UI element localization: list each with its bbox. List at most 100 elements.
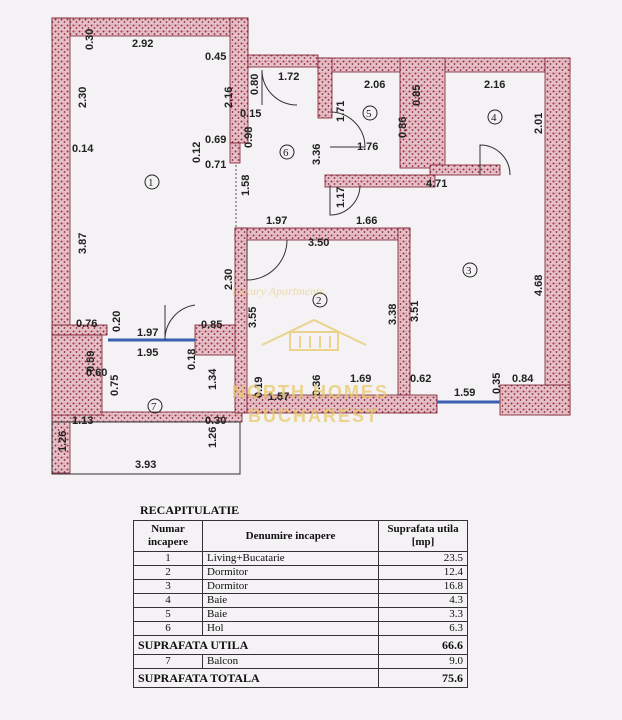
dim-label: 1.97 [137,327,158,339]
dim-label: 0.30 [205,415,226,427]
dimension-labels: 0.30 2.92 0.45 2.30 0.14 3.87 0.76 0.20 … [57,29,545,471]
dim-label: 0.35 [491,373,503,394]
dim-label: 0.98 [243,127,255,148]
dim-label: 0.19 [253,377,265,398]
dim-label: 1.69 [350,373,371,385]
room-name-cell: Dormitor [202,579,379,594]
room-name-cell: Hol [202,621,379,636]
room-number-cell: 4 [133,593,203,608]
dim-label: 0.14 [72,143,94,155]
walls [51,17,571,474]
useful-area-label: SUPRAFATA UTILA [133,635,379,655]
col-area-header: Suprafata utila [mp] [378,520,468,552]
useful-area-value: 66.6 [378,635,468,655]
door-swings [164,69,511,341]
room-number: 2 [316,295,322,307]
room-number-cell: 1 [133,551,203,566]
dim-label: 0.18 [186,349,198,370]
total-area-value: 75.6 [378,668,468,688]
room-name-cell: Living+Bucatarie [202,551,379,566]
room-number: 7 [151,401,157,413]
dim-label: 2.16 [223,87,235,108]
dim-label: 2.16 [484,79,505,91]
dim-label: 2.30 [223,269,235,290]
room-area-cell: 9.0 [378,654,468,669]
dim-label: 1.17 [335,187,347,208]
room-number: 6 [283,147,289,159]
dim-label: 0.36 [311,375,323,396]
table-header-row: Numar incapere Denumire incapere Suprafa… [133,520,468,552]
dim-label: 0.15 [240,108,261,120]
dim-label: 1.13 [72,415,93,427]
dim-label: 1.59 [454,387,475,399]
room-number-cell: 3 [133,579,203,594]
dim-label: 0.71 [205,159,226,171]
dim-label: 4.71 [426,178,447,190]
room-number: 3 [466,265,472,277]
dim-label: 3.38 [387,304,399,325]
room-number-cell: 5 [133,607,203,622]
dim-label: 2.30 [77,87,89,108]
col-name-header: Denumire incapere [202,520,379,552]
dim-label: 0.69 [205,134,226,146]
dim-label: 1.26 [207,427,219,448]
dim-label: 3.36 [311,144,323,165]
dim-label: 0.80 [249,74,261,95]
dim-label: 0.85 [411,85,423,106]
room-name-cell: Balcon [202,654,379,669]
dim-label: 0.60 [86,367,107,379]
floor-plan: 0.30 2.92 0.45 2.30 0.14 3.87 0.76 0.20 … [51,17,571,475]
dim-label: 0.62 [410,373,431,385]
dim-label: 1.71 [335,101,347,122]
dim-label: 3.50 [308,237,329,249]
room-area-cell: 23.5 [378,551,468,566]
room-name-cell: Baie [202,593,379,608]
total-area-label: SUPRAFATA TOTALA [133,668,379,688]
dim-label: 0.84 [512,373,534,385]
dim-label: 0.12 [191,142,203,163]
dim-label: 1.26 [57,431,69,452]
room-name-cell: Baie [202,607,379,622]
room-number: 4 [491,112,497,124]
col-number-header: Numar incapere [133,520,203,552]
recap-table: Numar incapere Denumire incapere Suprafa… [133,520,468,688]
room-area-cell: 3.3 [378,607,468,622]
room-number-cell: 2 [133,565,203,580]
house-logo-icon [261,318,367,351]
watermark-line1: NORTH HOMES [232,382,389,402]
dim-label: 1.66 [356,215,377,227]
watermark: Luxury Apartments NORTH HOMES BUCHAREST [231,284,389,426]
dim-label: 4.68 [533,275,545,296]
dim-label: 3.55 [247,307,259,328]
room-number-cell: 6 [133,621,203,636]
dim-label: 3.93 [135,459,156,471]
dim-label: 1.58 [240,175,252,196]
dim-label: 1.57 [268,391,289,403]
dim-label: 3.87 [77,233,89,254]
room-area-cell: 6.3 [378,621,468,636]
dim-label: 0.76 [76,318,97,330]
dim-label: 2.06 [364,79,385,91]
dim-label: 1.97 [266,215,287,227]
balcony-outline [51,421,241,475]
windows [108,338,500,404]
dim-label: 0.20 [111,311,123,332]
dim-label: 0.85 [201,319,222,331]
dim-label: 1.95 [137,347,158,359]
dim-label: 0.30 [84,29,96,50]
room-area-cell: 12.4 [378,565,468,580]
room-number: 5 [366,108,372,120]
dim-label: 3.51 [409,301,421,322]
room-area-cell: 4.3 [378,593,468,608]
dim-label: 2.92 [132,38,153,50]
room-area-cell: 16.8 [378,579,468,594]
room-number-cell: 7 [133,654,203,669]
